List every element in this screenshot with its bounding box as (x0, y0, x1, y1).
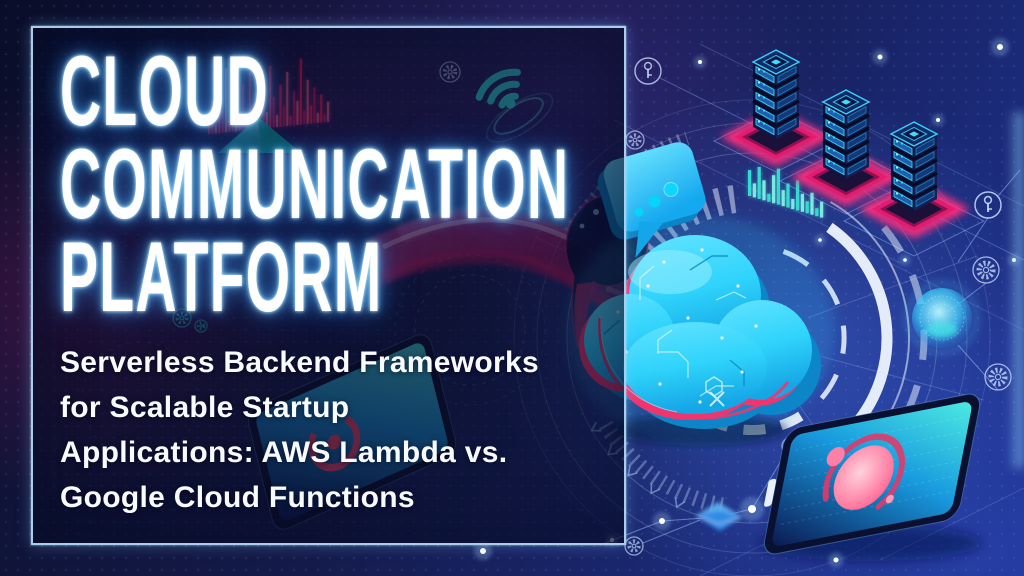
server-tower-icon (720, 49, 832, 167)
server-tower-icon (790, 89, 902, 207)
title-line-3: PLATFORM (60, 222, 383, 333)
subtitle-line-1: Serverless Backend Frameworks (60, 346, 539, 379)
gear-icon (972, 256, 1000, 284)
subtitle-line-4: Google Cloud Functions (60, 481, 415, 514)
equalizer-bars-icon (748, 166, 824, 218)
subtitle-line-3: Applications: AWS Lambda vs. (60, 436, 508, 469)
title-line-2: COMMUNICATION (60, 129, 570, 240)
title-line-1: CLOUD (60, 36, 269, 147)
subtitle-line-2: for Scalable Startup (60, 391, 350, 424)
globe-sphere-icon (905, 281, 979, 355)
gear-icon (625, 130, 645, 150)
page-title: CLOUD COMMUNICATION PLATFORM (60, 36, 882, 327)
key-icon (634, 57, 662, 85)
subtitle: Serverless Backend Frameworks for Scalab… (60, 340, 539, 520)
title-panel: CLOUD COMMUNICATION PLATFORM Serverless … (31, 26, 626, 545)
gear-icon (624, 536, 644, 556)
radar-icon (822, 433, 905, 510)
right-edge-light-streak (1008, 112, 1024, 468)
key-icon (974, 191, 1002, 219)
smartphone-icon (763, 393, 981, 555)
envelope-icon (695, 502, 743, 531)
cloud-icon (565, 215, 835, 446)
server-tower-icon (858, 121, 970, 239)
